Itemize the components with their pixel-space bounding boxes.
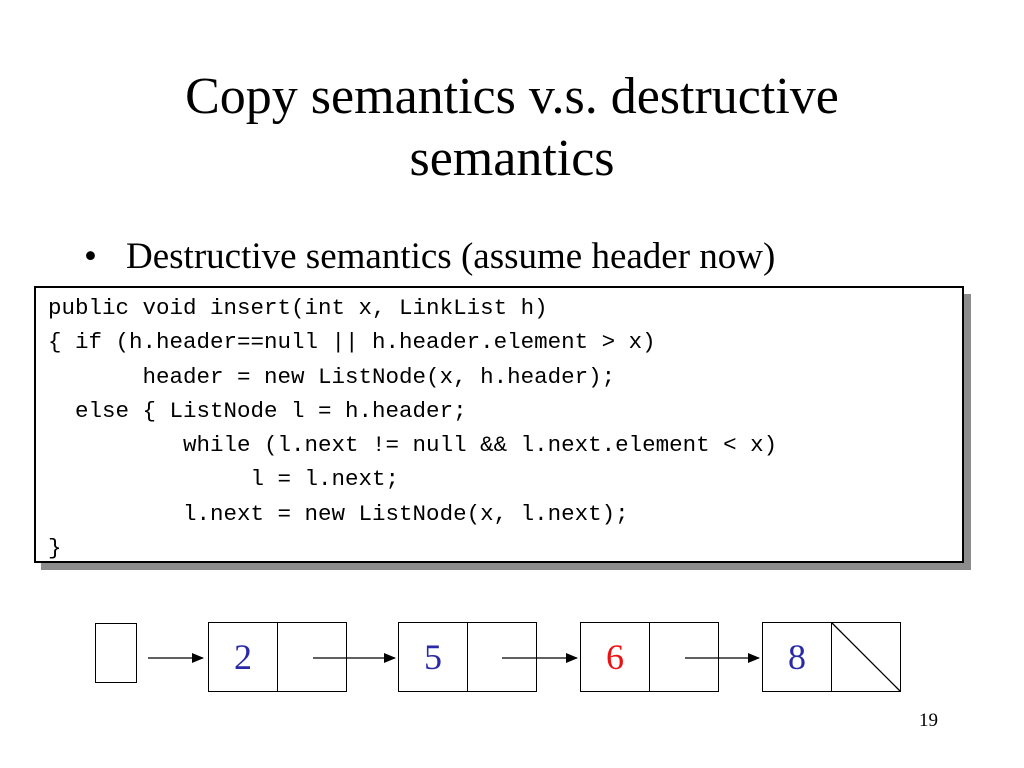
list-node-value: 6 [580,622,650,692]
header-box [95,623,137,683]
bullet-marker: • [84,236,97,277]
title-line-1: Copy semantics v.s. destructive [185,68,839,125]
slide-title: Copy semantics v.s. destructive semantic… [0,66,1024,190]
code-line: l = l.next; [48,466,400,493]
code-line: else { ListNode l = h.header; [48,397,467,424]
list-node-next [277,622,347,692]
page-number: 19 [919,710,938,731]
code-box: public void insert(int x, LinkList h) { i… [34,286,964,563]
null-pointer-slash [831,622,901,692]
code-line: l.next = new ListNode(x, l.next); [48,500,629,527]
list-node-next [649,622,719,692]
code-line: header = new ListNode(x, h.header); [48,363,616,390]
code-line: { if (h.header==null || h.header.element… [48,329,656,356]
title-line-2: semantics [409,130,615,187]
list-node-next [467,622,537,692]
code-line: public void insert(int x, LinkList h) [48,295,548,321]
code-block: public void insert(int x, LinkList h) { i… [48,291,777,565]
code-line: } [48,535,62,562]
list-node-value: 5 [398,622,468,692]
code-line: while (l.next != null && l.next.element … [48,432,778,459]
bullet-text: Destructive semantics (assume header now… [126,236,776,277]
bullet-item: • Destructive semantics (assume header no… [84,235,775,279]
list-node-value: 2 [208,622,278,692]
